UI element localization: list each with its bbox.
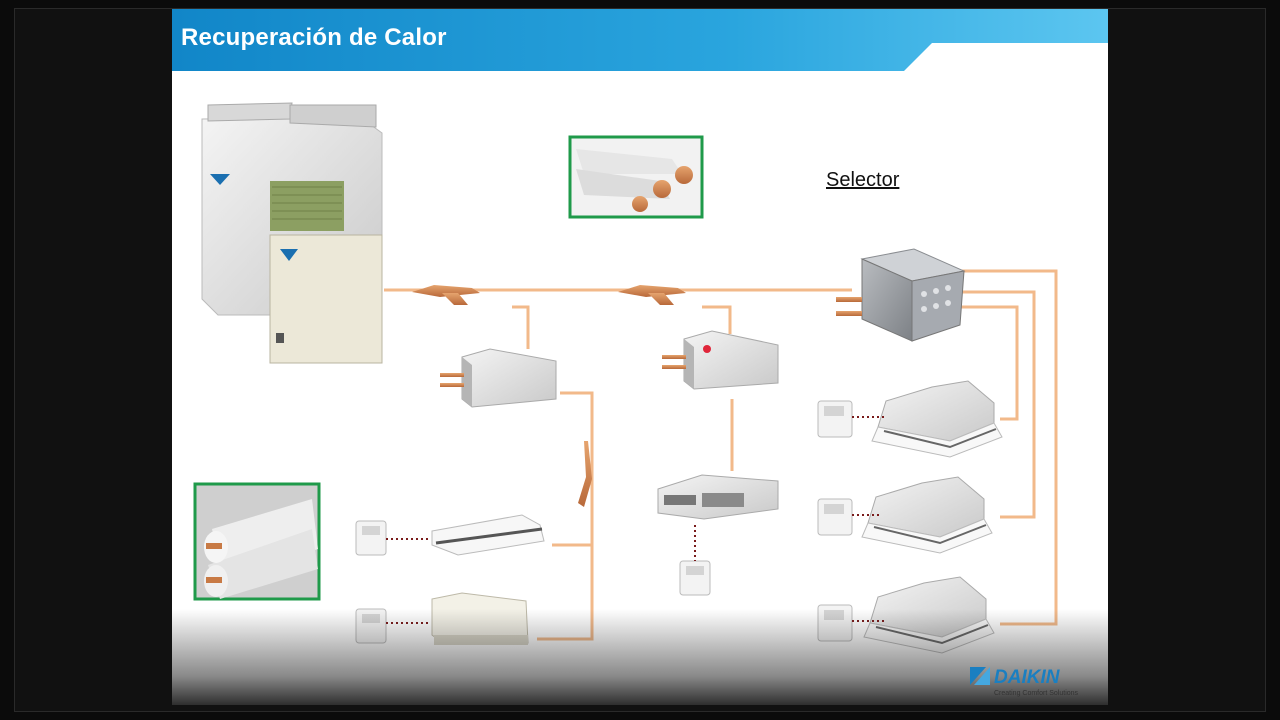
heat-recovery-diagram bbox=[193, 102, 1058, 654]
ducted-unit-icon bbox=[662, 330, 779, 390]
refrigerant-pipes bbox=[384, 269, 1058, 641]
cassette-unit-icon bbox=[871, 380, 1003, 458]
ducted-unit-icon bbox=[440, 348, 557, 408]
daikin-logo: DAIKIN Creating Comfort Solutions bbox=[970, 667, 1079, 697]
ducted-unit-icon bbox=[657, 474, 779, 520]
svg-text:Creating Comfort Solutions: Creating Comfort Solutions bbox=[994, 690, 1079, 697]
remote-controller-icon bbox=[817, 498, 853, 536]
remote-controller-icon bbox=[355, 520, 387, 556]
remote-controller-icon bbox=[679, 560, 711, 596]
refnet-joint-icon bbox=[578, 441, 592, 507]
title-bar bbox=[172, 9, 1108, 71]
selector-label: Selector bbox=[826, 169, 900, 191]
ceiling-suspended-unit-icon bbox=[431, 514, 545, 556]
svg-text:DAIKIN: DAIKIN bbox=[994, 667, 1061, 688]
bottom-shadow bbox=[172, 609, 1108, 705]
slide: Recuperación de Calor bbox=[172, 9, 1108, 705]
insulated-pipe-photo bbox=[193, 482, 321, 601]
outdoor-unit-icon bbox=[201, 102, 383, 364]
cassette-unit-icon bbox=[861, 476, 993, 554]
copper-pipe-photo bbox=[568, 135, 704, 219]
slide-title: Recuperación de Calor bbox=[181, 24, 447, 51]
refnet-joint-icon bbox=[412, 285, 686, 305]
controller-links bbox=[386, 416, 886, 624]
remote-controller-icon bbox=[817, 400, 853, 438]
bs-selector-box-icon bbox=[836, 248, 966, 342]
